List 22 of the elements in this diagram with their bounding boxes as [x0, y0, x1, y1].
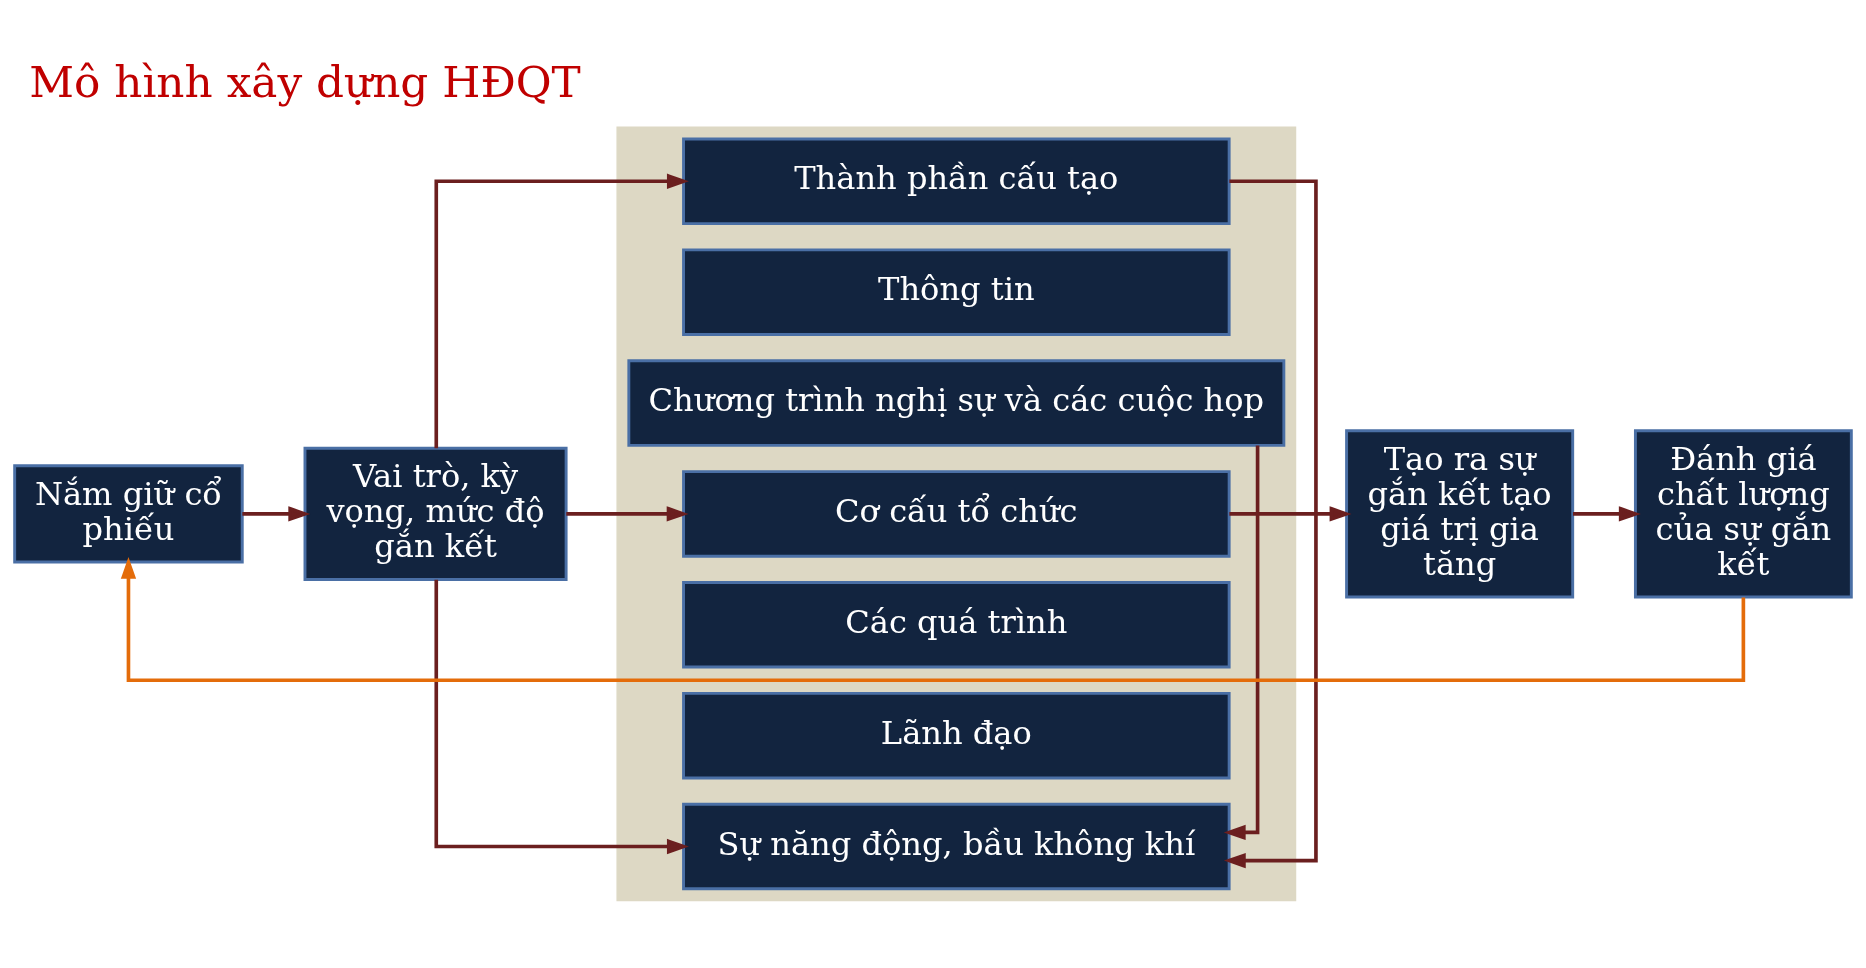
- arrow: [566, 506, 689, 522]
- arrow: [242, 506, 311, 522]
- arrow: [1573, 506, 1641, 522]
- arrow: [120, 556, 1746, 683]
- node-box: Nắm giữ cổ phiếu: [13, 464, 244, 564]
- cluster: [616, 126, 1297, 902]
- node-box: Các quá trình: [682, 581, 1231, 669]
- node-box: Vai trò, kỳ vọng, mức độ gắn kết: [303, 446, 568, 581]
- node-box: Đánh giá chất lượng của sự gắn kết: [1633, 429, 1853, 599]
- arrow: [434, 173, 689, 449]
- diagram-title: Mô hình xây dựng HĐQT: [29, 55, 581, 107]
- node-box: Tạo ra sự gắn kết tạo giá trị gia tăng: [1345, 429, 1575, 599]
- arrow: [434, 579, 689, 855]
- node-box: Sự năng động, bầu không khí: [682, 802, 1231, 891]
- node-box: Thông tin: [682, 248, 1231, 336]
- arrow: [1223, 179, 1318, 869]
- node-box: Chương trình nghị sự và các cuộc họp: [627, 359, 1286, 447]
- node-box: Thành phần cấu tạo: [682, 137, 1231, 226]
- node-box: Lãnh đạo: [682, 691, 1231, 780]
- arrow: [1229, 506, 1352, 522]
- arrow: [1223, 445, 1260, 841]
- node-box: Cơ cấu tổ chức: [682, 470, 1231, 558]
